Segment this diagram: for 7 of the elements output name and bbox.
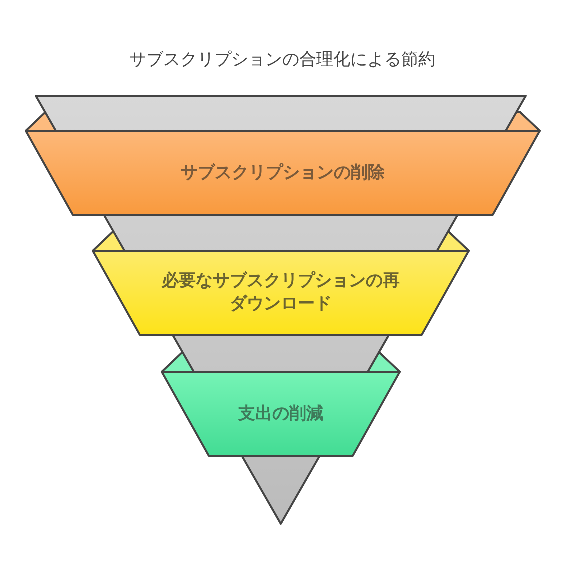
diagram-title: サブスクリプションの合理化による節約 <box>128 49 436 71</box>
funnel-band <box>26 131 540 215</box>
funnel-band <box>93 251 469 335</box>
band-label: 必要なサブスクリプションの再ダウンロード <box>160 270 401 316</box>
funnel-band <box>162 372 400 456</box>
band-label: サブスクリプションの削除 <box>181 162 385 184</box>
band-label: 支出の削減 <box>238 402 324 426</box>
